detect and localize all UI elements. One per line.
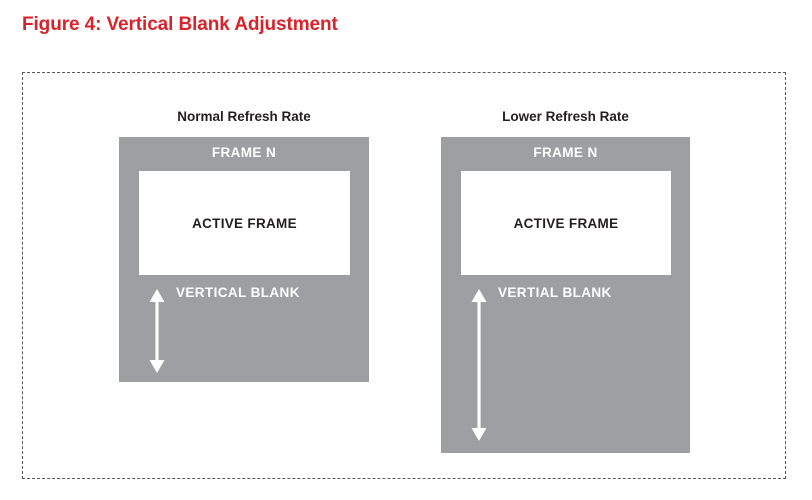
frame-label-normal: FRAME N <box>211 145 277 160</box>
panel-normal-refresh-rate: Normal Refresh Rate FRAME N ACTIVE FRAME… <box>119 73 369 478</box>
panel-title-normal: Normal Refresh Rate <box>177 109 311 124</box>
vertical-double-arrow-icon-normal <box>147 289 167 373</box>
frame-block-normal: FRAME N ACTIVE FRAME VERTICAL BLANK <box>119 137 369 382</box>
panel-lower-refresh-rate: Lower Refresh Rate FRAME N ACTIVE FRAME … <box>441 73 690 478</box>
vertical-blank-label-normal: VERTICAL BLANK <box>176 285 300 300</box>
vertical-blank-label-lower: VERTIAL BLANK <box>498 285 612 300</box>
active-frame-box-normal: ACTIVE FRAME <box>139 171 350 275</box>
frame-label-lower: FRAME N <box>533 145 598 160</box>
panel-title-lower: Lower Refresh Rate <box>502 109 629 124</box>
active-frame-label-normal: ACTIVE FRAME <box>192 215 297 231</box>
vertical-double-arrow-icon-lower <box>469 289 489 441</box>
frame-block-lower: FRAME N ACTIVE FRAME VERTIAL BLANK <box>441 137 690 453</box>
active-frame-box-lower: ACTIVE FRAME <box>461 171 671 275</box>
active-frame-label-lower: ACTIVE FRAME <box>513 215 619 231</box>
diagram-container: Normal Refresh Rate FRAME N ACTIVE FRAME… <box>22 72 786 479</box>
figure-title: Figure 4: Vertical Blank Adjustment <box>22 14 338 35</box>
